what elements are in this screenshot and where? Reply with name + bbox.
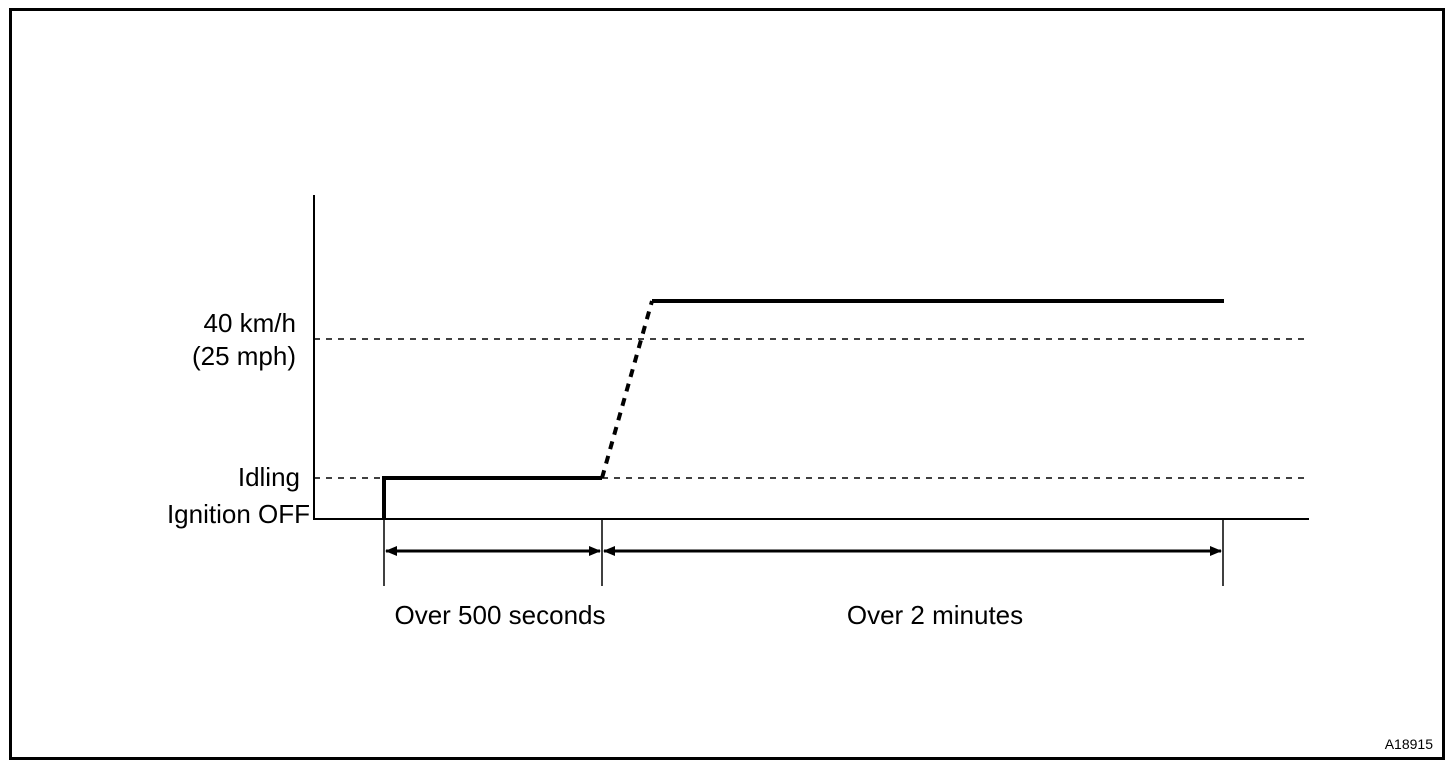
interval-label-first: Over 500 seconds [394,600,605,630]
acceleration-dotted-line [600,300,654,479]
ignition-off-label: Ignition OFF [167,499,310,529]
figure-frame [9,8,1445,760]
figure-code: A18915 [1385,736,1433,752]
idling-label: Idling [238,462,300,492]
speed-label-mph: (25 mph) [192,341,296,371]
idling-profile-line [382,476,602,519]
speed-label-kmh: 40 km/h [204,308,297,338]
interval-label-second: Over 2 minutes [847,600,1023,630]
